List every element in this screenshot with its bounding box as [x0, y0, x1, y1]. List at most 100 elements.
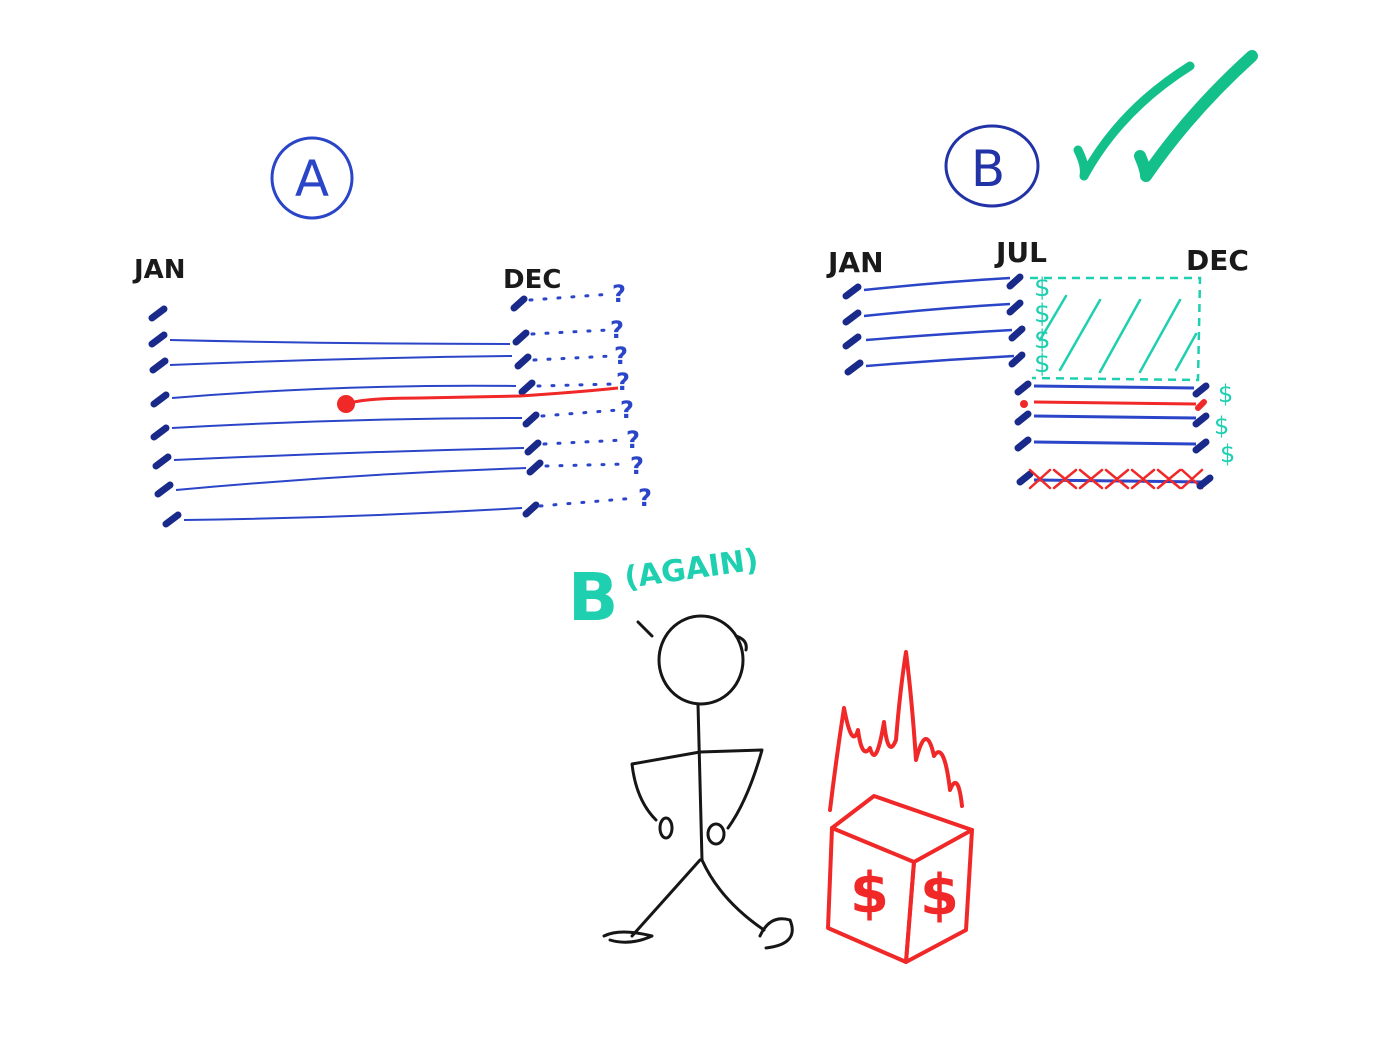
row-start-mark: [149, 357, 169, 374]
row-start-mark: [844, 359, 864, 376]
row-line: [171, 384, 517, 399]
row-start-mark: [154, 481, 174, 498]
figure-left-leg: [630, 858, 702, 938]
figure-right-foot: [758, 917, 794, 950]
section-b-end-label: DEC: [1186, 244, 1249, 277]
row-mid-mark: [1006, 273, 1024, 290]
figure-head: [657, 614, 745, 706]
question-mark: ?: [620, 396, 634, 424]
question-mark: ?: [616, 368, 630, 396]
question-mark: ?: [614, 342, 628, 370]
section-b-label: B: [971, 140, 1005, 198]
row-end-mark: [524, 439, 542, 456]
row-dotted-extension: [544, 462, 630, 468]
row-start-mark: [842, 283, 862, 300]
row-start-mark: [1014, 436, 1032, 452]
section-b-again-label: B: [568, 559, 618, 636]
dollar-sign: $: [1218, 380, 1233, 408]
row-end-mark: [1192, 382, 1210, 398]
row-mid-mark: [1008, 325, 1026, 342]
row-start-mark: [150, 391, 170, 408]
box-top: [830, 794, 974, 864]
section-b-mid-label: JUL: [994, 236, 1047, 269]
row-line: [865, 354, 1015, 368]
row-dotted-extension: [538, 496, 638, 508]
row-line: [1033, 384, 1195, 390]
dollar-sign: $: [1034, 299, 1051, 329]
flame: [828, 650, 964, 812]
burning-money-box: [826, 650, 974, 964]
row-line: [863, 302, 1011, 318]
row-line: [175, 467, 527, 491]
row-end-mark: [526, 459, 544, 476]
section-a-end-label: DEC: [503, 265, 561, 295]
figure-right-hand: [706, 822, 726, 846]
section-b-again: B (AGAIN) $ $: [568, 543, 974, 964]
row-line: [183, 507, 523, 521]
red-highlight-dot: [337, 395, 355, 413]
section-a-circle: [270, 136, 354, 220]
row-end-mark: [1196, 474, 1214, 490]
section-a: A JAN DEC: [132, 136, 652, 528]
row-line: [169, 355, 513, 366]
question-mark: ?: [626, 426, 640, 454]
dollar-sign: $: [1214, 412, 1229, 440]
check-icon: [1073, 61, 1195, 181]
stick-figure: [602, 614, 794, 950]
question-mark: ?: [612, 280, 626, 308]
row-line: [1033, 440, 1197, 446]
box-dollar-sign: $: [850, 861, 889, 926]
row-end-mark: [512, 329, 530, 346]
profit-zone-box: [1030, 276, 1202, 382]
section-a-label: A: [295, 150, 329, 208]
row-start-mark: [1016, 470, 1034, 486]
row-line: [1033, 414, 1197, 420]
row-mid-mark: [1008, 351, 1026, 368]
row-start-mark: [842, 333, 862, 350]
row-end-mark: [522, 501, 540, 518]
profit-zone-hatch: [1038, 294, 1198, 374]
figure-left-hand: [658, 816, 674, 840]
red-row-end-mark: [1195, 399, 1207, 411]
figure-left-foot: [602, 930, 654, 944]
figure-left-arm: [630, 750, 702, 822]
row-dotted-extension: [536, 382, 616, 388]
red-row-line: [1033, 400, 1197, 406]
red-row-start-dot: [1020, 400, 1028, 408]
box-side: [904, 828, 974, 964]
row-start-mark: [842, 309, 862, 326]
section-b-circle: [944, 124, 1040, 208]
dollar-sign: $: [1220, 440, 1235, 468]
dollar-sign: $: [1034, 273, 1051, 303]
figure-body: [696, 702, 704, 862]
row-end-mark: [1192, 412, 1210, 428]
red-highlight-line: [347, 386, 619, 406]
box-dollar-sign: $: [920, 863, 959, 928]
section-b-again-annotation: (AGAIN): [622, 543, 760, 596]
question-mark: ?: [638, 484, 652, 512]
section-a-start-label: JAN: [132, 255, 186, 285]
section-a-rows: ? ? ? ? ? ? ? ?: [148, 280, 652, 528]
row-line: [865, 328, 1013, 342]
row-mid-mark: [1006, 299, 1024, 316]
row-start-mark: [150, 424, 170, 441]
row-dotted-extension: [530, 328, 610, 336]
row-end-mark: [1192, 438, 1210, 454]
figure-right-leg: [700, 858, 766, 932]
row-start-mark: [148, 331, 168, 348]
figure-nose: [734, 634, 748, 652]
row-dotted-extension: [532, 354, 614, 362]
row-end-mark: [518, 379, 536, 396]
row-dotted-extension: [528, 292, 614, 302]
question-mark: ?: [610, 316, 624, 344]
figure-right-arm: [698, 748, 764, 830]
question-mark: ?: [630, 452, 644, 480]
check-icon: [1134, 50, 1258, 182]
row-dotted-extension: [542, 438, 626, 446]
row-end-mark: [510, 295, 528, 312]
row-start-mark: [148, 305, 168, 322]
row-dotted-extension: [540, 408, 620, 418]
row-start-mark: [1014, 380, 1032, 396]
row-end-mark: [514, 353, 532, 370]
